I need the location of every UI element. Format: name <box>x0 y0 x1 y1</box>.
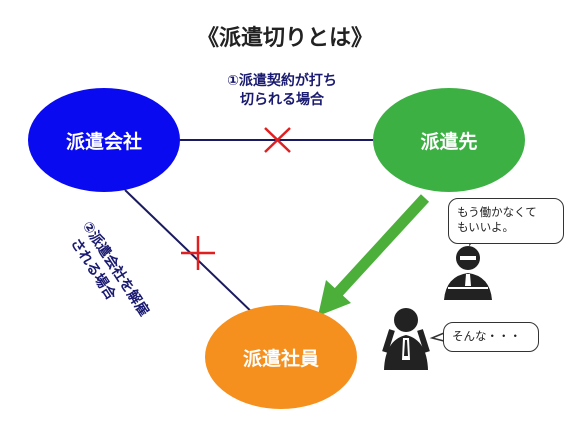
node-company: 派遣会社 <box>28 88 180 192</box>
label-case-1: ①派遣契約が打ち 切られる場合 <box>192 72 372 110</box>
boss-figure-icon <box>444 246 492 300</box>
label-case-1-line1: ①派遣契約が打ち <box>227 73 337 89</box>
arrow-client-to-employee <box>318 194 430 316</box>
page-title: 《派遣切りとは》 <box>196 26 373 51</box>
cut-mark-icon <box>264 127 291 153</box>
worker-figure-icon <box>382 308 430 370</box>
speech-bubble-boss: もう働かなくて もいいよ。 <box>448 198 564 244</box>
label-case-1-line2: 切られる場合 <box>240 92 324 108</box>
cut-mark-icon-2 <box>181 236 215 270</box>
node-employee: 派遣社員 <box>205 305 357 409</box>
speech-bubble-boss-line1: もう働かなくて <box>457 205 537 219</box>
speech-bubble-worker: そんな・・・ <box>443 322 539 352</box>
node-client: 派遣先 <box>373 88 525 192</box>
speech-bubble-boss-line2: もいいよ。 <box>457 220 515 234</box>
